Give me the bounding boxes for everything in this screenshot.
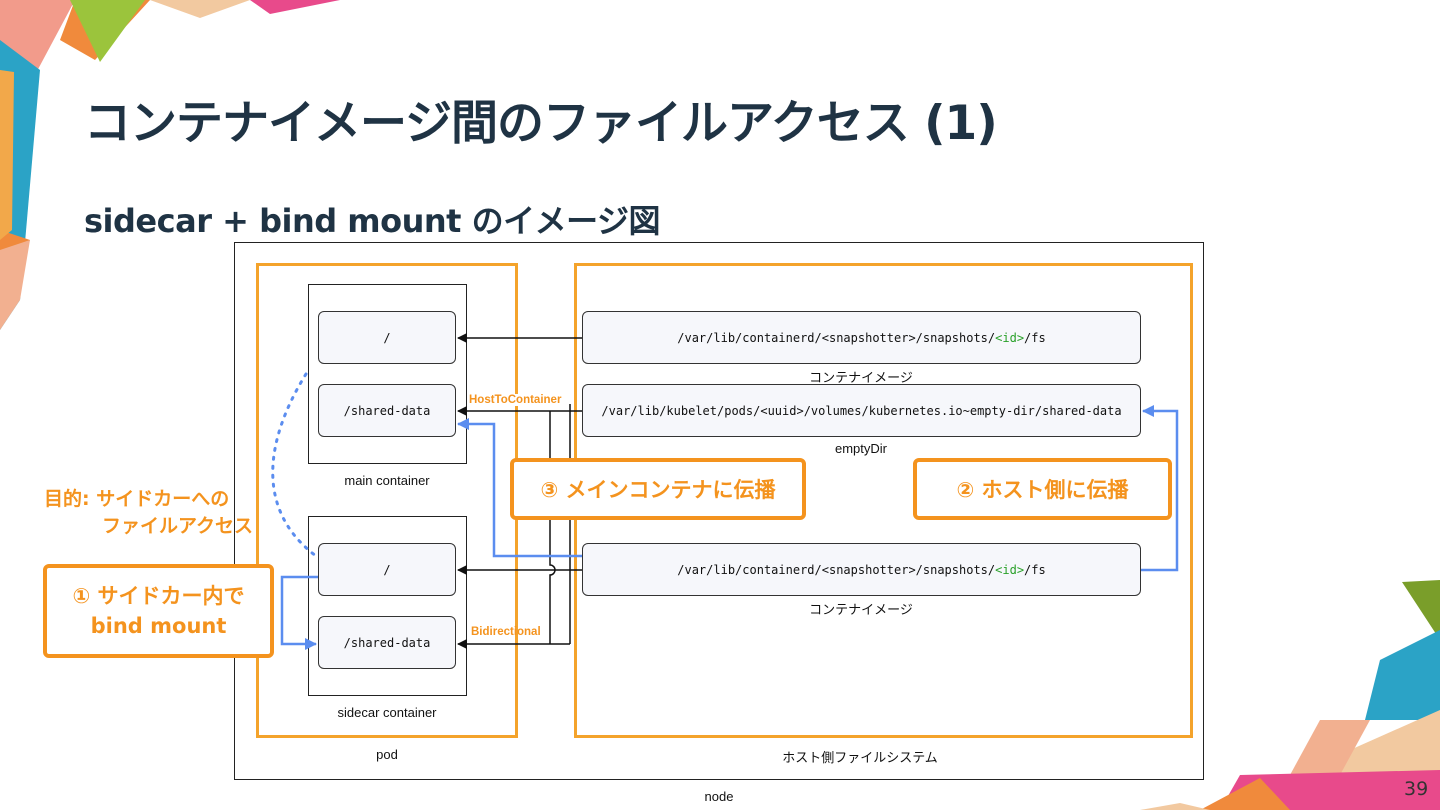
snapshot-top-suffix: /fs	[1024, 330, 1046, 345]
decorative-corner-bottom-right	[1140, 580, 1440, 810]
slide-subtitle: sidecar + bind mount のイメージ図	[84, 202, 660, 240]
main-shared-data-dir: /shared-data	[318, 384, 456, 437]
decorative-corner-top-left	[0, 0, 340, 330]
bidirectional-label: Bidirectional	[471, 626, 541, 638]
empty-dir-path: /var/lib/kubelet/pods/<uuid>/volumes/kub…	[582, 384, 1141, 437]
blue-arrow-propagate-host	[1141, 405, 1179, 572]
snapshot-top-prefix: /var/lib/containerd/<snapshotter>/snapsh…	[677, 330, 996, 345]
purpose-line1: 目的: サイドカーへの	[44, 488, 230, 510]
page-number: 39	[1404, 778, 1429, 800]
step3-callout: ③ メインコンテナに伝播	[510, 458, 806, 520]
step2-callout: ② ホスト側に伝播	[913, 458, 1172, 520]
snapshot-bottom-caption: コンテナイメージ	[809, 602, 913, 617]
host-fs-label: ホスト側ファイルシステム	[782, 750, 938, 765]
snapshot-path-bottom: /var/lib/containerd/<snapshotter>/snapsh…	[582, 543, 1141, 596]
sidecar-shared-data-dir: /shared-data	[318, 616, 456, 669]
step1-line2: bind mount	[90, 614, 227, 638]
snapshot-top-caption: コンテナイメージ	[809, 370, 913, 385]
purpose-line2: ファイルアクセス	[102, 515, 254, 537]
node-label: node	[704, 789, 734, 804]
main-root-dir: /	[318, 311, 456, 364]
hosttocontainer-label: HostToContainer	[469, 394, 562, 406]
snapshot-top-id: <id>	[995, 330, 1025, 345]
snapshot-bottom-prefix: /var/lib/containerd/<snapshotter>/snapsh…	[677, 562, 996, 577]
dotted-purpose-curve	[271, 372, 318, 558]
snapshot-bottom-id: <id>	[995, 562, 1025, 577]
snapshot-bottom-suffix: /fs	[1024, 562, 1046, 577]
sidecar-container-label: sidecar container	[337, 705, 437, 720]
step1-line1: ① サイドカー内で	[72, 584, 245, 608]
blue-arrow-propagate-main	[457, 418, 582, 558]
step1-callout: ① サイドカー内で bind mount	[43, 564, 274, 658]
slide-title: コンテナイメージ間のファイルアクセス (1)	[84, 96, 998, 151]
empty-dir-caption: emptyDir	[834, 441, 888, 456]
blue-arrow-bind-mount	[280, 575, 318, 650]
snapshot-path-top: /var/lib/containerd/<snapshotter>/snapsh…	[582, 311, 1141, 364]
pod-label: pod	[376, 747, 398, 762]
sidecar-root-dir: /	[318, 543, 456, 596]
main-container-label: main container	[344, 473, 430, 488]
